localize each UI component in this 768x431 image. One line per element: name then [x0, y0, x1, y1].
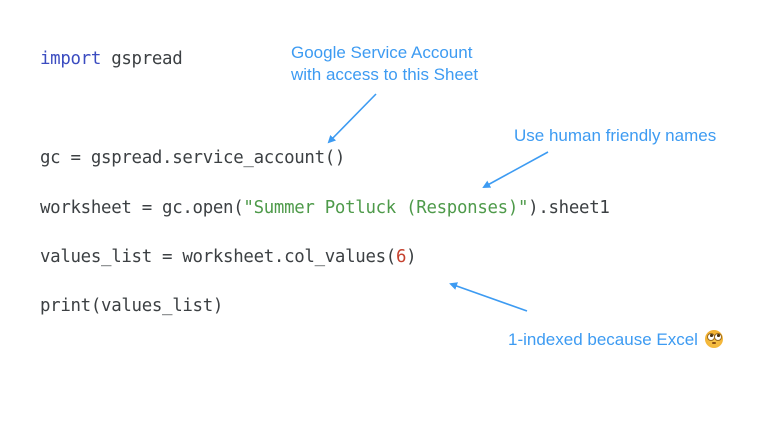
code-line-values-list: values_list = worksheet.col_values(6)	[40, 247, 417, 267]
code-line-service-account: gc = gspread.service_account()	[40, 148, 346, 168]
arrow-one-indexed-icon	[449, 282, 528, 312]
keyword-import: import	[40, 49, 102, 69]
values-suffix: )	[406, 247, 417, 267]
annotation-one-indexed-text: 1-indexed because Excel	[508, 330, 698, 349]
column-index-number: 6	[395, 247, 407, 267]
annotation-friendly-names: Use human friendly names	[514, 126, 717, 145]
arrow-service-account-icon	[327, 93, 377, 144]
annotation-service-account: Google Service Account with access to th…	[291, 43, 479, 84]
code-line-worksheet: worksheet = gc.open("Summer Potluck (Res…	[40, 198, 610, 218]
module-name: gspread	[101, 49, 183, 69]
worksheet-suffix: ).sheet1	[528, 198, 610, 218]
rolling-eyes-emoji-icon	[704, 330, 723, 348]
worksheet-prefix: worksheet = gc.open(	[40, 198, 244, 218]
code-line-print: print(values_list)	[40, 296, 224, 316]
code-line-import: import gspread	[40, 49, 183, 69]
values-prefix: values_list = worksheet.col_values(	[40, 247, 396, 267]
sheet-name-string: "Summer Potluck (Responses)"	[243, 198, 529, 218]
arrow-friendly-names-icon	[482, 151, 549, 188]
annotation-one-indexed: 1-indexed because Excel	[508, 329, 723, 351]
